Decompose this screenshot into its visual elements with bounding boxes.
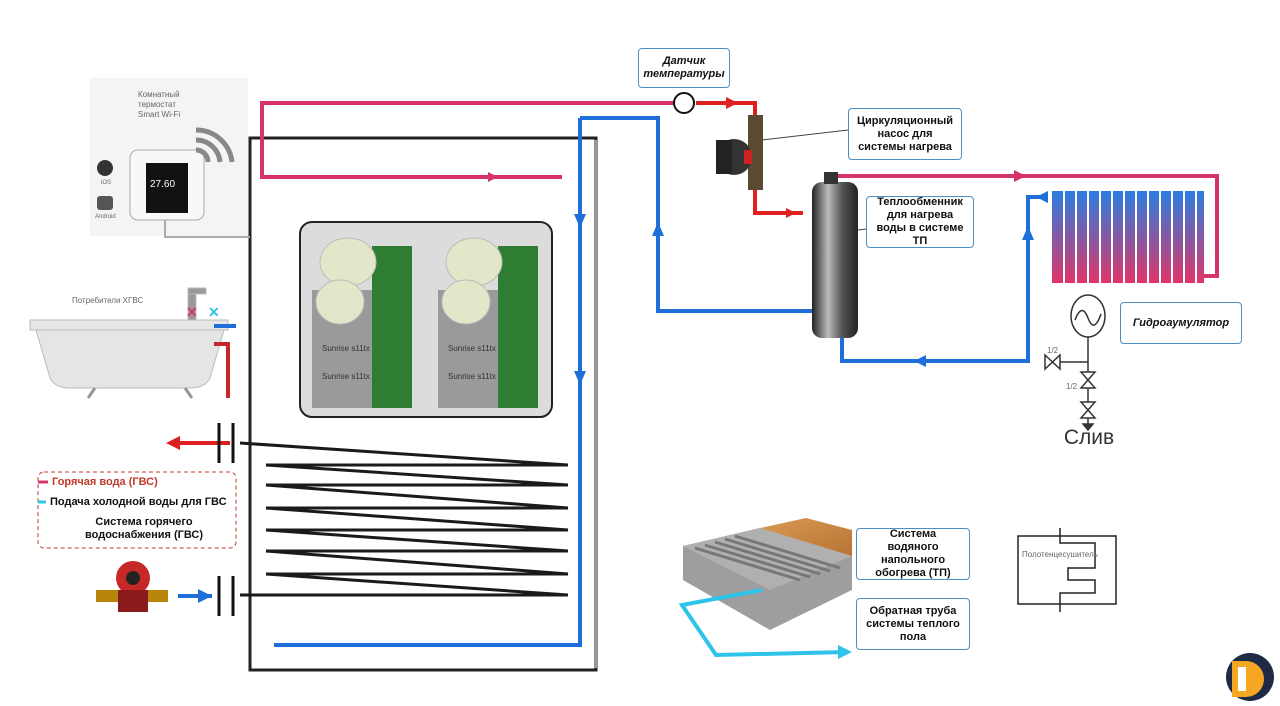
pump-feed-pipe (696, 97, 803, 218)
logo (1226, 653, 1274, 701)
hot-loop-pipe (260, 101, 683, 182)
module-label: Sunrise s11tx (448, 372, 496, 381)
thermostat-device (90, 78, 250, 238)
return-pipe-label: Обратная труба системы теплого пола (856, 598, 970, 650)
module-label: Sunrise s11tx (448, 344, 496, 353)
floor-return-pipe (678, 588, 852, 659)
floor-heating-illustration (683, 518, 852, 630)
legend-cold-water: Подача холодной воды для ГВС (50, 496, 227, 508)
legend-hot-water: Горячая вода (ГВС) (52, 476, 158, 488)
valve-mark-2: 1/2 (1066, 382, 1078, 391)
heat-exchanger-label: Теплообменник для нагрева воды в системе… (866, 196, 974, 248)
module-unit (312, 237, 412, 408)
thermostat-label: Комнатный термостат Smart Wi-Fi (138, 90, 181, 119)
module-label: Sunrise s11tx (322, 372, 370, 381)
android-label: Android (95, 214, 116, 220)
svg-text:✕: ✕ (186, 304, 198, 320)
cold-inlet-pump (96, 561, 168, 612)
hydroaccumulator-symbol (1044, 294, 1106, 432)
circulation-pump (716, 115, 849, 190)
consumers-label: Потребители ХГВС (72, 296, 144, 305)
towel-dryer-label: Полотенцесушитель (1022, 550, 1098, 559)
towel-dryer-symbol (1017, 528, 1117, 612)
thermostat-display: 27.60 (150, 179, 176, 190)
valve-mark-1: 1/2 (1047, 346, 1059, 355)
cold-return-pipe (274, 116, 820, 647)
bath-supply-pipes: ✕ ✕ (186, 304, 236, 398)
module-unit (438, 237, 538, 408)
bathtub (29, 287, 229, 399)
temperature-sensor (673, 92, 695, 114)
circ-pump-label: Циркуляционный насос для системы нагрева (848, 108, 962, 160)
legend-system: Система горячего водоснабжения (ГВС) (85, 516, 203, 541)
heating-coil (239, 441, 569, 597)
radiator-loop-pipe (838, 170, 1219, 367)
drain-label: Слив (1063, 426, 1115, 449)
ios-label: iOS (101, 180, 112, 186)
heat-exchanger (812, 172, 875, 338)
temp-sensor-label: Датчик температуры (638, 48, 730, 88)
cold-water-inlet (178, 576, 235, 616)
legend-box (37, 471, 237, 549)
floor-heating-label: Система водяного напольного обогрева (ТП… (856, 528, 970, 580)
hot-water-outlet (166, 423, 235, 463)
radiator (1052, 191, 1204, 283)
hydroaccumulator-label: Гидроаумулятор (1120, 302, 1242, 344)
svg-text:✕: ✕ (208, 304, 220, 320)
module-label: Sunrise s11tx (322, 344, 370, 353)
